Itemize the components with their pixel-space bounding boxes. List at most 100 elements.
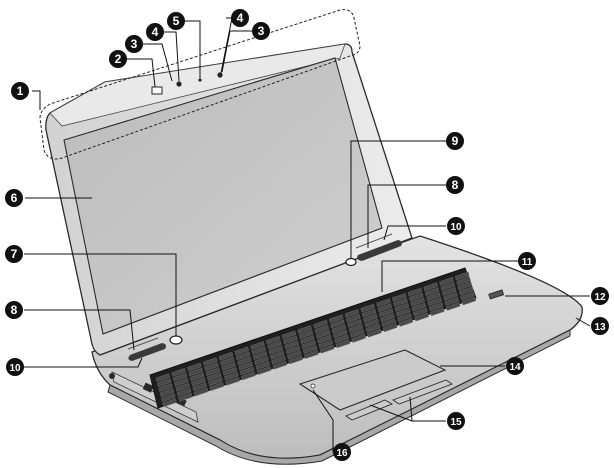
keyboard-key: [397, 313, 412, 322]
keyboard-key: [318, 339, 334, 349]
keyboard-key: [174, 377, 189, 387]
callout-number: 2: [115, 52, 122, 66]
keyboard-key: [380, 313, 395, 323]
keyboard-key: [313, 319, 328, 329]
callout-circle: [447, 217, 465, 235]
keyboard-key: [302, 345, 318, 354]
keyboard-key: [350, 329, 365, 338]
keyboard-key: [287, 350, 302, 360]
callout-10-right: 10: [447, 217, 465, 235]
keyboard-key: [297, 325, 312, 334]
keyboard-key: [334, 334, 349, 344]
keyboard-key: [441, 286, 457, 296]
keyboard-key: [376, 298, 391, 308]
stereo-speakers: [127, 233, 402, 361]
callout-circle: [109, 50, 127, 68]
keyboard-key: [428, 302, 444, 312]
keyboard-key: [204, 362, 219, 372]
keyboard-key: [265, 335, 281, 345]
leader-lines: [24, 17, 591, 452]
callout-circle: [506, 357, 524, 375]
keyboard-key: [364, 318, 379, 328]
keyboard-key: [424, 287, 440, 297]
callout-14: 14: [506, 357, 524, 375]
callout-13: 13: [591, 317, 609, 335]
keyboard-key: [351, 334, 366, 343]
keyboard-key: [411, 302, 427, 312]
keyboard-key: [251, 346, 267, 355]
keyboard-key: [365, 323, 381, 333]
callout-circle: [447, 412, 465, 430]
keyboard-key: [391, 293, 407, 302]
keyboard-key: [161, 393, 176, 403]
callout-circle: [5, 189, 23, 207]
callout-number: 12: [594, 292, 606, 303]
callout-circle: [5, 301, 23, 319]
callout-number: 10: [9, 363, 21, 374]
callout-3-right: 3: [252, 22, 270, 40]
keyboard-key: [272, 360, 288, 370]
keyboard-key: [268, 345, 284, 355]
keyboard-key: [209, 382, 225, 392]
microphone-right: [217, 72, 223, 78]
keyboard-key: [206, 372, 222, 382]
callout-circle: [591, 317, 609, 335]
keyboard-key: [256, 366, 272, 375]
keyboard-key: [255, 361, 271, 370]
callout-number: 5: [173, 14, 180, 28]
keyboard-key: [250, 341, 265, 350]
callout-15: 15: [447, 412, 465, 430]
keyboard-key: [234, 346, 249, 356]
keyboard-key: [445, 301, 461, 311]
keyboard-key: [317, 334, 332, 344]
keyboard-key: [269, 350, 285, 360]
keyboard-key: [395, 308, 411, 317]
keyboard-key: [208, 377, 223, 387]
keyboard-key: [367, 328, 382, 338]
callout-circle: [333, 443, 351, 461]
speaker-left: [128, 343, 166, 361]
keyboard-key: [237, 356, 252, 366]
keyboard-key: [414, 312, 429, 322]
keyboard-key: [363, 313, 378, 323]
keyboard-key: [331, 324, 347, 334]
webcam-area: [151, 72, 223, 95]
keyboard-key: [378, 308, 394, 318]
keyboard-key: [254, 356, 269, 365]
touch-pad-right-button: [392, 379, 453, 405]
keyboard-key: [162, 398, 177, 408]
callout-number: 3: [131, 37, 138, 51]
display-screen: [63, 57, 383, 335]
callout-circle: [252, 22, 270, 40]
keyboard-key: [238, 361, 253, 371]
keyboard-key: [187, 362, 202, 372]
keyboard-key: [410, 297, 425, 307]
keyboard-key: [189, 372, 205, 382]
callout-circle: [11, 82, 29, 100]
keyboard-key: [158, 383, 173, 393]
keyboard-key: [315, 329, 331, 339]
touch-pad: [298, 349, 453, 421]
callout-number: 10: [450, 222, 462, 233]
callout-4-left: 4: [146, 23, 164, 41]
keyboard-key: [222, 366, 238, 376]
web-camera-led: [151, 86, 163, 95]
callout-8-left: 8: [5, 301, 23, 319]
callout-11: 11: [518, 252, 536, 270]
keyboard-key: [361, 308, 377, 318]
callout-number: 9: [452, 134, 459, 148]
callout-number: 16: [336, 448, 348, 459]
callout-number: 15: [450, 417, 462, 428]
power-button-right: [345, 257, 357, 267]
callout-circle: [167, 12, 185, 30]
keyboard-key: [205, 367, 221, 377]
keyboard-key: [193, 387, 209, 397]
keyboard-key: [394, 303, 410, 312]
microphone-left: [176, 81, 182, 87]
touch-pad-on-off-button: [310, 383, 316, 389]
callout-12: 12: [591, 287, 609, 305]
keyboard-key: [157, 378, 172, 388]
keyboard-key: [328, 314, 344, 324]
keyboard-key: [393, 298, 408, 307]
